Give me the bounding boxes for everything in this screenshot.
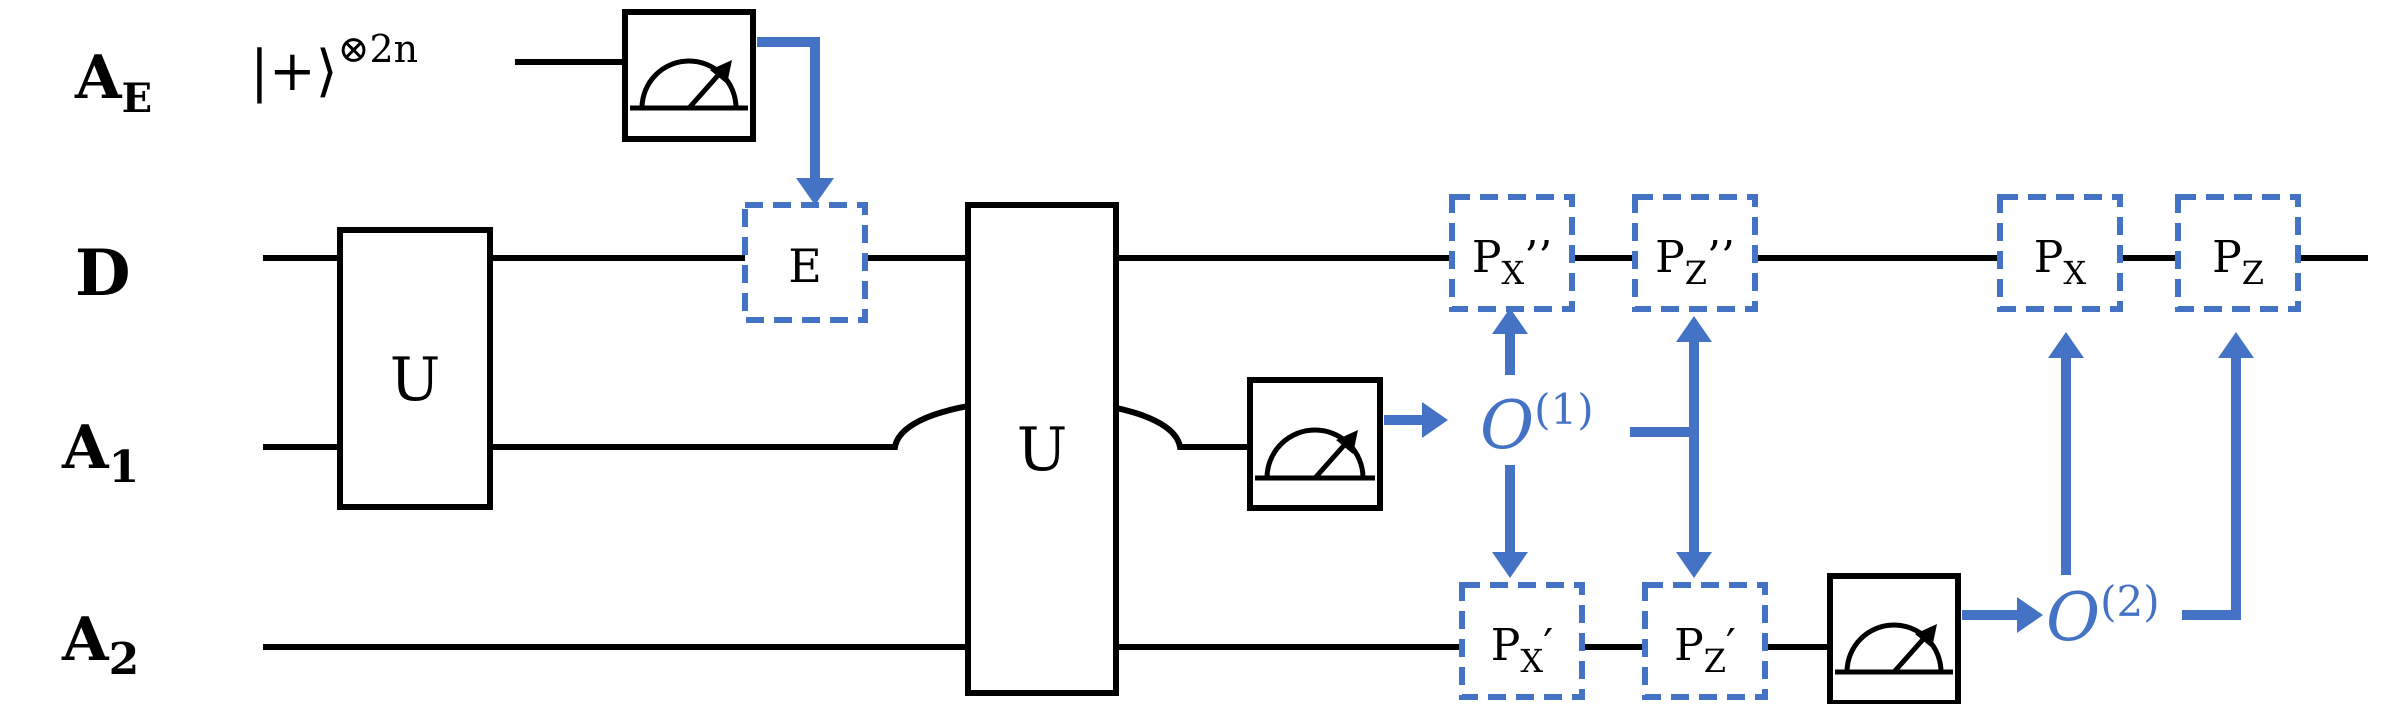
outcome-o2: O(2) — [2046, 577, 2160, 656]
px-double-prime-label: PX’’ — [1472, 232, 1552, 292]
measurement-meter-icon — [622, 9, 756, 142]
unitary-gate-2-label: U — [1017, 415, 1068, 485]
px-gate — [1997, 194, 2123, 312]
classical-control-lines — [757, 37, 2254, 633]
pz-label: PZ — [2212, 232, 2264, 292]
measurement-meter-icon — [1827, 573, 1961, 704]
label-a1: A1 — [61, 413, 139, 493]
unitary-gate-1-label: U — [390, 345, 441, 415]
pz-double-prime-gate — [1632, 194, 1758, 312]
outcome-o1: O(1) — [1480, 385, 1594, 464]
px-double-prime-gate — [1449, 194, 1575, 312]
e-gate — [742, 202, 868, 323]
label-d: D — [75, 236, 131, 311]
pz-prime-gate — [1642, 582, 1768, 700]
pz-gate — [2175, 194, 2301, 312]
e-gate-label: E — [788, 239, 822, 293]
unitary-gate-1 — [337, 227, 493, 510]
unitary-gate-2 — [965, 202, 1119, 696]
pz-double-prime-label: PZ’’ — [1655, 232, 1735, 292]
px-label: PX — [2034, 232, 2087, 292]
initial-state: |+⟩⊗2n — [250, 27, 418, 104]
px-prime-label: PX′ — [1491, 620, 1553, 680]
label-a2: A2 — [61, 605, 139, 685]
px-prime-gate — [1459, 582, 1585, 700]
measurement-meter-icon — [1247, 377, 1383, 511]
pz-prime-label: PZ′ — [1674, 620, 1736, 680]
label-ae: AE — [74, 43, 152, 122]
